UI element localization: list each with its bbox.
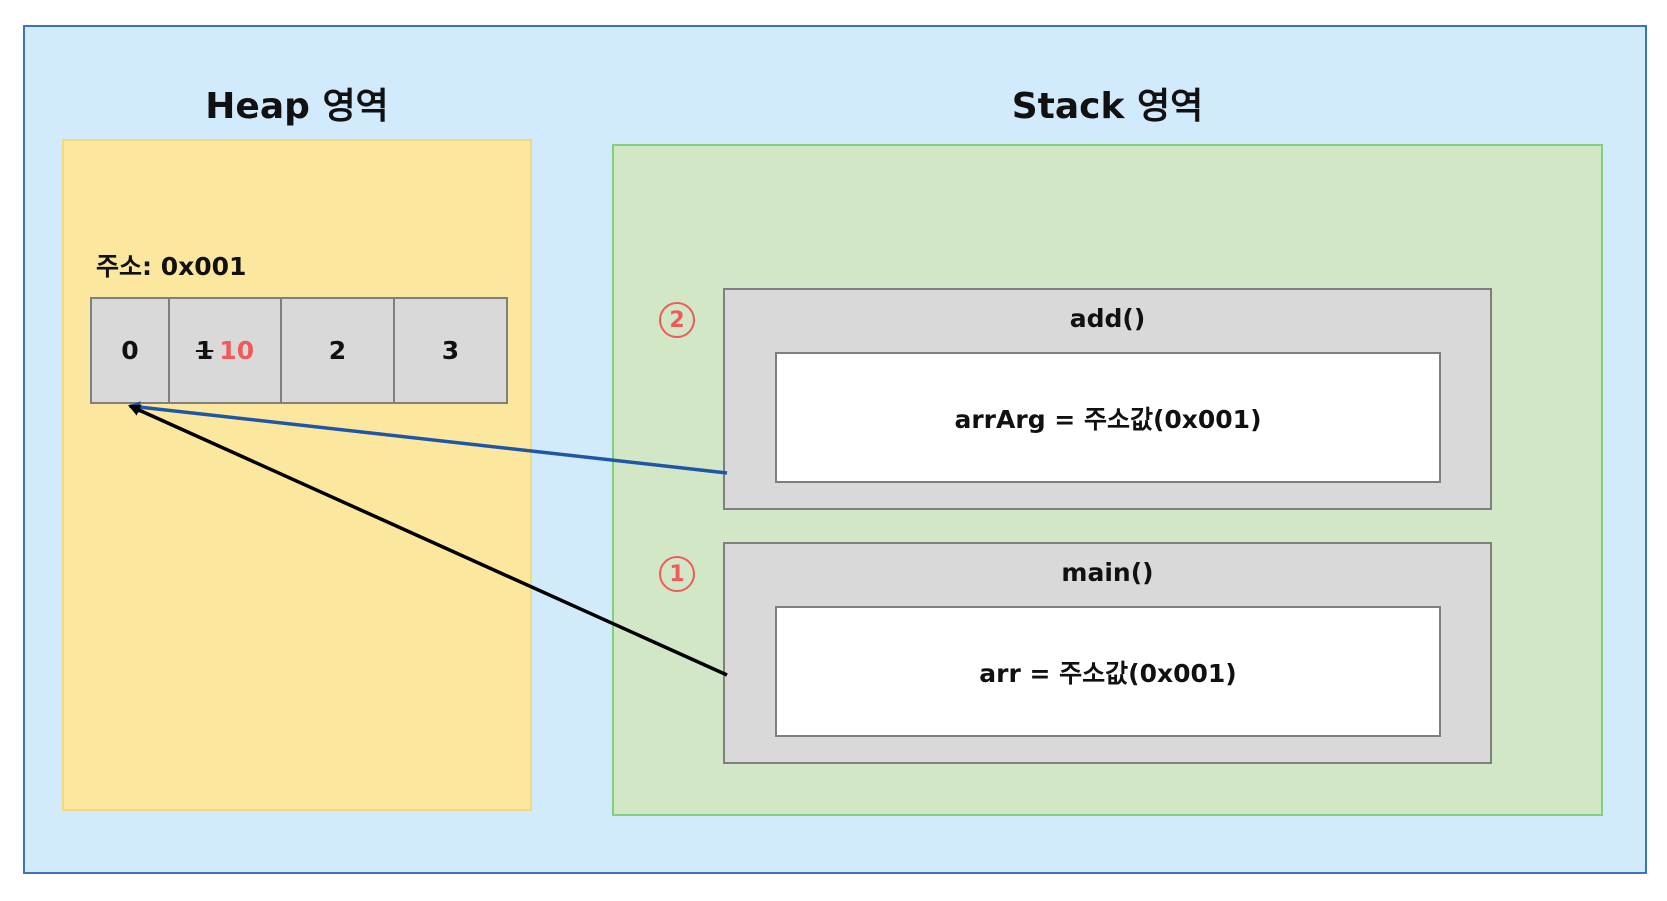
array-cell-value: 3 (441, 336, 460, 365)
array-cell-new-value: 10 (219, 336, 255, 365)
call-order-marker-2: 2 (659, 302, 695, 338)
marker-number: 1 (669, 561, 685, 587)
heap-title: Heap 영역 (205, 86, 389, 127)
frame-variable: arr = 주소값(0x001) (775, 606, 1441, 737)
heap-area (62, 139, 532, 811)
array-cell-old-value: 1 (195, 336, 214, 365)
stack-frame-main: main() arr = 주소값(0x001) (723, 542, 1492, 764)
array-cell-3: 3 (393, 297, 508, 404)
heap-address-label: 주소: 0x001 (96, 252, 247, 281)
stack-frame-add: add() arrArg = 주소값(0x001) (723, 288, 1492, 510)
frame-title: main() (1061, 558, 1154, 587)
array-cell-1: 1 10 (168, 297, 282, 404)
marker-number: 2 (669, 307, 685, 333)
array-cell-0: 0 (90, 297, 170, 404)
array-cell-value: 2 (328, 336, 347, 365)
stack-title: Stack 영역 (1011, 86, 1204, 127)
array-cell-2: 2 (280, 297, 395, 404)
call-order-marker-1: 1 (659, 556, 695, 592)
frame-title: add() (1069, 304, 1146, 333)
frame-variable: arrArg = 주소값(0x001) (775, 352, 1441, 483)
array-cell-value: 0 (121, 336, 139, 365)
